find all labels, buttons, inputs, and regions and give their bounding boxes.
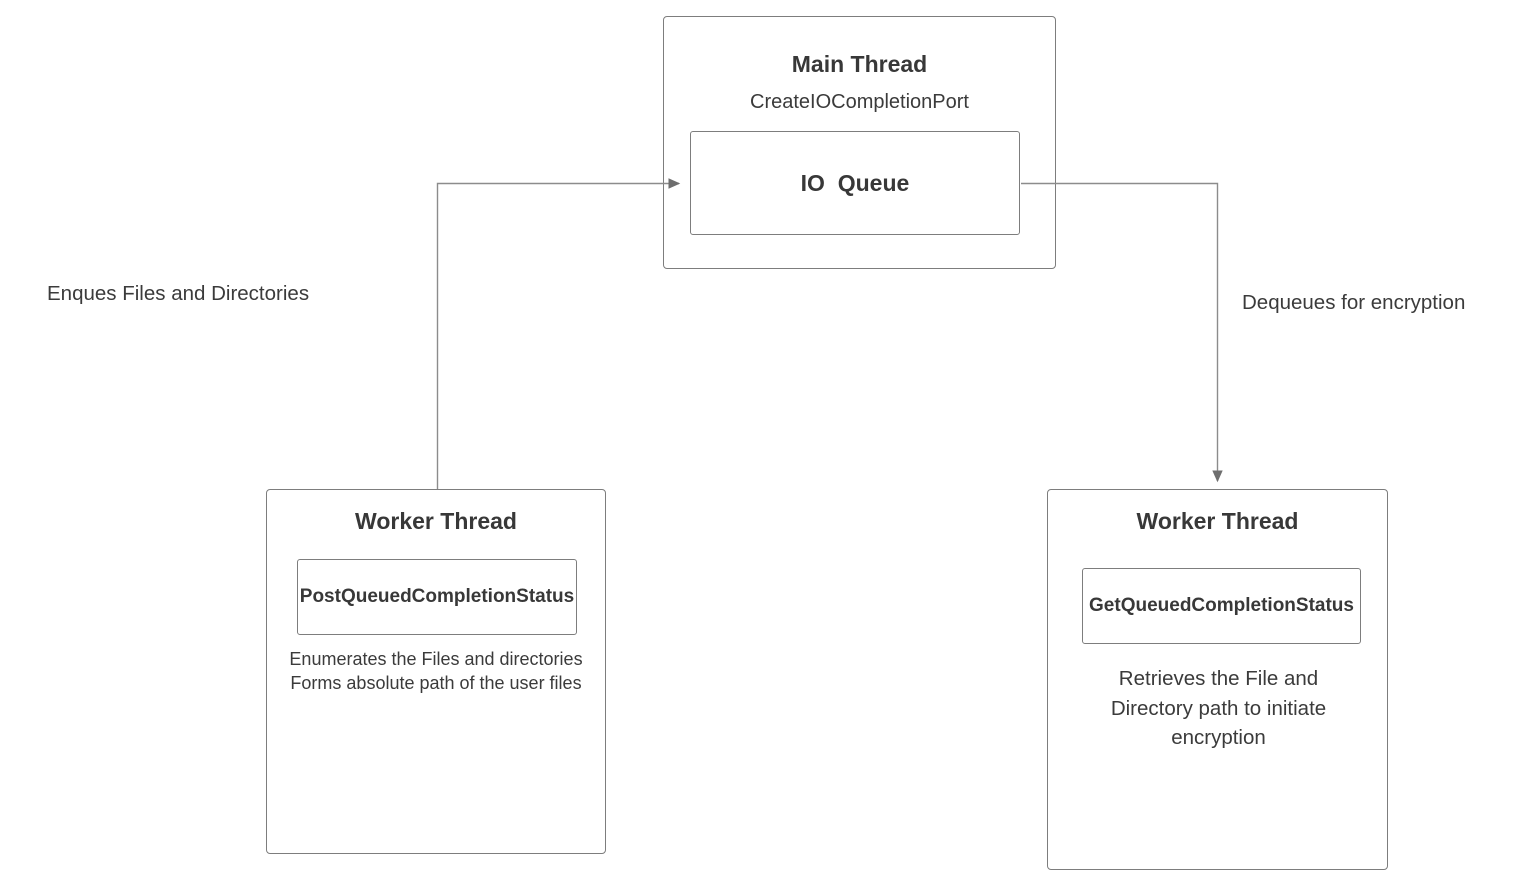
io-queue-label: IO Queue <box>800 169 910 196</box>
enqueue-connector-arrow <box>436 178 681 489</box>
main-thread-box: Main Thread CreateIOCompletionPort IO Qu… <box>663 16 1056 269</box>
worker-right-description: Retrieves the File and Directory path to… <box>1110 667 1327 749</box>
worker-left-title: Worker Thread <box>355 508 517 534</box>
main-thread-api-label: CreateIOCompletionPort <box>750 91 969 113</box>
enqueue-edge-label: Enques Files and Directories <box>47 282 310 305</box>
dequeue-edge-label: Dequeues for encryption <box>1242 291 1466 314</box>
get-queued-completion-status-label: GetQueuedCompletionStatus <box>1089 595 1354 616</box>
worker-thread-enqueue-box: Worker Thread PostQueuedCompletionStatus… <box>266 489 606 854</box>
get-queued-completion-status-box: GetQueuedCompletionStatus <box>1082 568 1361 644</box>
worker-left-description-line-2: Forms absolute path of the user files <box>290 672 582 693</box>
main-thread-title: Main Thread <box>791 51 928 77</box>
post-queued-completion-status-label: PostQueuedCompletionStatus <box>299 586 575 607</box>
worker-right-title: Worker Thread <box>1136 508 1299 534</box>
worker-left-description-line-1: Enumerates the Files and directories <box>289 649 583 669</box>
worker-left-description: Enumerates the Files and directories For… <box>267 648 605 695</box>
worker-thread-dequeue-box: Worker Thread GetQueuedCompletionStatus … <box>1047 489 1388 870</box>
io-queue-box: IO Queue <box>690 131 1020 235</box>
post-queued-completion-status-box: PostQueuedCompletionStatus <box>297 559 577 635</box>
